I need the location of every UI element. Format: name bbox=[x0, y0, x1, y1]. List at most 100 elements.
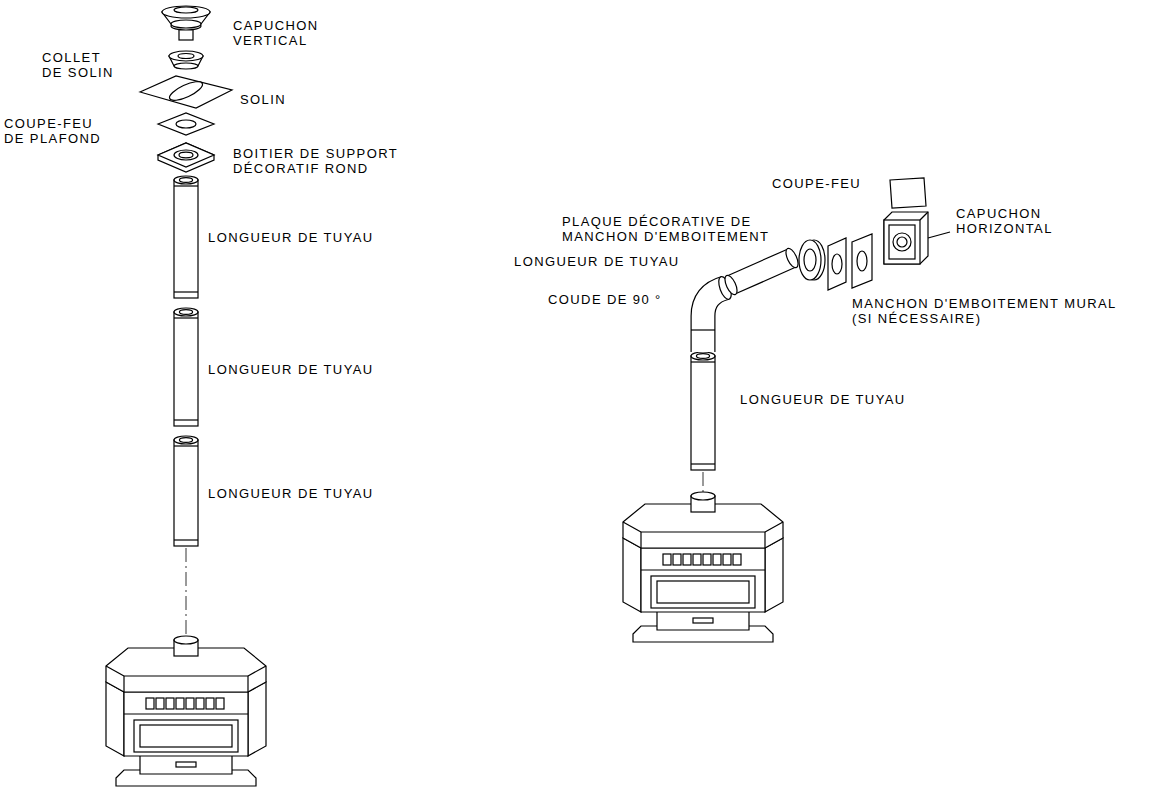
stove-vent bbox=[703, 554, 711, 565]
stove-edge bbox=[765, 522, 783, 532]
part-label: MANCHON D'EMBOITEMENT MURAL (SI NÉCESSAI… bbox=[852, 296, 1117, 326]
pipe-fill bbox=[731, 258, 792, 285]
box-hole bbox=[179, 152, 193, 158]
stove-door bbox=[651, 576, 755, 608]
pipe-length bbox=[174, 308, 198, 426]
stove-side bbox=[623, 538, 641, 612]
pipe-band bbox=[174, 539, 198, 540]
center-line bbox=[703, 472, 704, 494]
pipe-inner bbox=[179, 310, 192, 315]
stove-front bbox=[124, 692, 248, 756]
cap-hole bbox=[897, 237, 907, 247]
stove-edge bbox=[764, 532, 765, 548]
box-ring bbox=[174, 150, 198, 160]
pipe-end bbox=[691, 352, 715, 360]
stove-side bbox=[248, 682, 266, 756]
pipe-outline bbox=[731, 258, 792, 285]
stove-vent bbox=[723, 554, 731, 565]
leader-line bbox=[928, 232, 950, 238]
stove-front bbox=[641, 548, 765, 612]
pellet-stove bbox=[623, 492, 783, 642]
stove-edge bbox=[247, 676, 248, 692]
ceiling-firestop bbox=[158, 113, 214, 135]
stove-side bbox=[106, 682, 124, 756]
stove-edge bbox=[640, 532, 641, 548]
pipe-inner bbox=[179, 438, 192, 443]
stove-edge bbox=[124, 713, 248, 714]
collar-hole bbox=[178, 54, 194, 59]
stove-glass bbox=[657, 581, 749, 603]
pipe-band bbox=[174, 185, 198, 186]
support-box bbox=[158, 143, 214, 172]
stove-edge bbox=[106, 666, 124, 676]
cap-ring bbox=[893, 233, 911, 251]
roof-flashing bbox=[140, 76, 232, 108]
stove-pedestal bbox=[140, 754, 232, 774]
stove-vent bbox=[713, 554, 721, 565]
stove-vent bbox=[216, 698, 224, 709]
stove-edge bbox=[248, 666, 266, 676]
pipe-length bbox=[691, 352, 715, 470]
firestop-hole bbox=[176, 120, 196, 128]
box-body bbox=[158, 143, 214, 172]
storm-collar bbox=[169, 51, 203, 69]
part-label: LONGUEUR DE TUYAU bbox=[740, 392, 906, 407]
pipe-end bbox=[174, 436, 198, 444]
part-label: CAPUCHON VERTICAL bbox=[233, 18, 319, 48]
stove-flue-top bbox=[174, 636, 198, 644]
pipe-body bbox=[691, 356, 715, 470]
stove-edge bbox=[124, 675, 248, 676]
pipe-end bbox=[174, 308, 198, 316]
elbow-outline bbox=[703, 288, 725, 352]
horizontal-cap bbox=[884, 212, 950, 264]
stove-vent bbox=[693, 554, 701, 565]
pipe-band bbox=[174, 291, 198, 292]
plate-hole bbox=[804, 249, 816, 271]
pipe-end bbox=[783, 247, 800, 270]
cap-top bbox=[162, 6, 210, 18]
stove-pedestal bbox=[657, 610, 749, 630]
decorative-plate bbox=[799, 240, 825, 280]
box-top bbox=[158, 143, 214, 167]
stove-vent bbox=[673, 554, 681, 565]
part-label: BOITIER DE SUPPORT DÉCORATIF ROND bbox=[233, 146, 398, 176]
cap-box bbox=[884, 212, 928, 264]
stove-edge bbox=[641, 569, 765, 570]
cap-edge bbox=[920, 212, 928, 220]
stove-vent bbox=[683, 554, 691, 565]
pipe-band bbox=[691, 463, 715, 464]
stove-glass bbox=[140, 725, 232, 747]
horizontal-pipe bbox=[722, 247, 800, 297]
flashing-slot bbox=[167, 78, 205, 104]
stove-vent bbox=[663, 554, 671, 565]
stove-flue-top bbox=[691, 492, 715, 500]
part-label: PLAQUE DÉCORATIVE DE MANCHON D'EMBOITEME… bbox=[562, 214, 769, 244]
firestop-square bbox=[890, 178, 926, 208]
stove-vent bbox=[196, 698, 204, 709]
part-label: COLLET DE SOLIN bbox=[42, 50, 114, 80]
pipe-length bbox=[174, 436, 198, 546]
part-label: COUPE-FEU bbox=[772, 176, 861, 191]
pipe-body bbox=[174, 312, 198, 426]
wall-firestop bbox=[890, 178, 926, 208]
part-label: SOLIN bbox=[240, 92, 286, 107]
pipe-band bbox=[174, 317, 198, 318]
cap-front bbox=[884, 220, 920, 264]
vertical-cap bbox=[162, 6, 210, 40]
stove-vent bbox=[146, 698, 154, 709]
elbow-fill bbox=[703, 288, 725, 352]
pellet-stove bbox=[106, 636, 266, 786]
stove-vent bbox=[156, 698, 164, 709]
collar-top bbox=[169, 51, 203, 61]
stove-edge bbox=[641, 531, 765, 532]
pipe-band bbox=[691, 361, 715, 362]
stove-vent bbox=[733, 554, 741, 565]
pipe-end bbox=[174, 176, 198, 184]
cap-lower bbox=[171, 20, 201, 28]
pipe-body bbox=[174, 180, 198, 298]
plate-front bbox=[799, 240, 821, 280]
pipe-body bbox=[174, 440, 198, 546]
part-label: COUPE-FEU DE PLAFOND bbox=[4, 116, 101, 146]
